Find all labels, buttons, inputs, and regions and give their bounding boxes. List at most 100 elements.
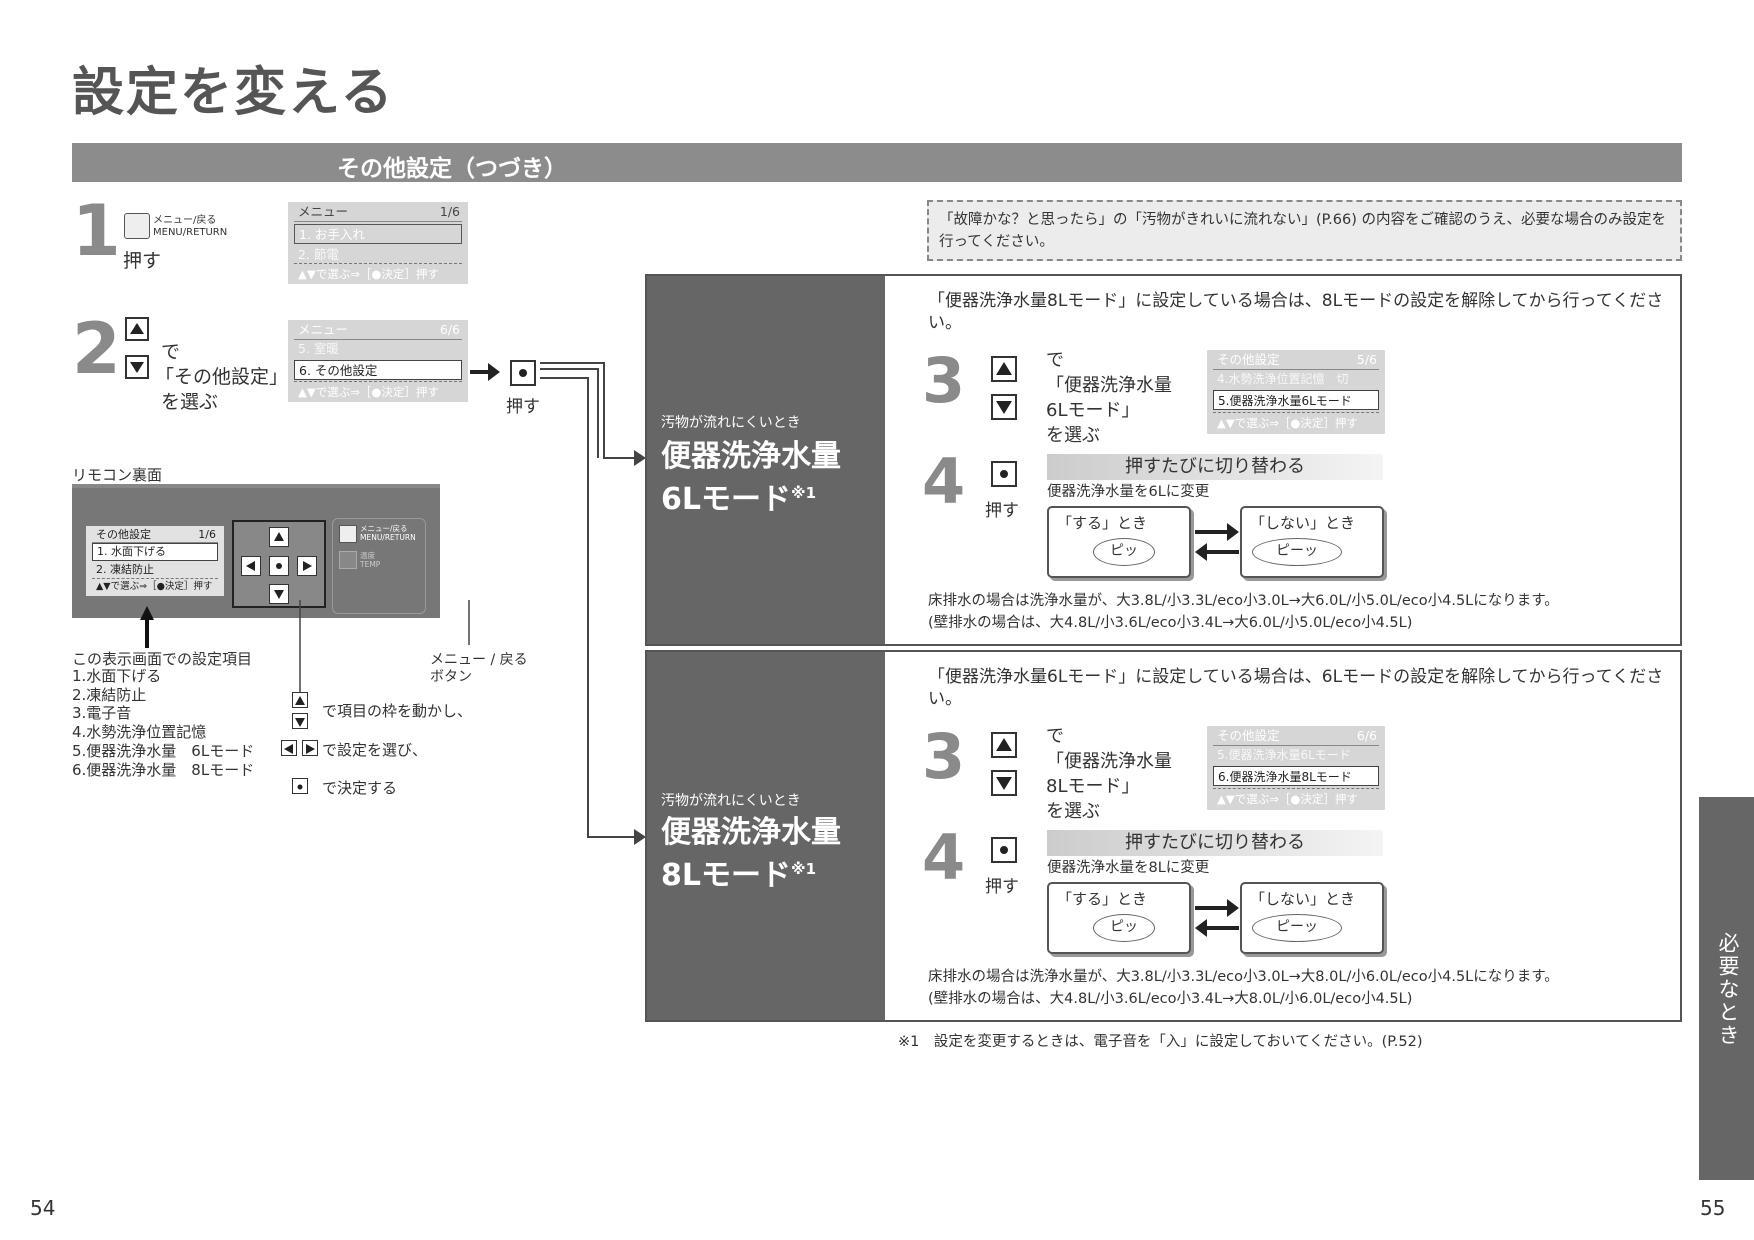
lcd-row-selected: 6. その他設定 xyxy=(294,360,462,380)
down-arrow-icon xyxy=(292,713,308,729)
dpad-up-icon[interactable] xyxy=(269,527,289,547)
up-arrow-button-icon xyxy=(125,317,149,341)
page-title: 設定を変える xyxy=(72,63,395,123)
lcd-screen-menu-1: メニュー 1/6 1. お手入れ 2. 節電 ▲▼で選ぶ⇒［●決定］押す xyxy=(288,202,468,284)
footnote-floor: 床排水の場合は洗浄水量が、大3.8L/小3.3L/eco小3.0L→大8.0L/… xyxy=(928,969,1559,985)
enter-button-icon xyxy=(991,461,1017,487)
connector-arrows xyxy=(540,362,646,845)
dpad-enter-icon[interactable] xyxy=(269,556,289,576)
down-arrow-button-icon xyxy=(991,770,1017,796)
footnote: ※1 設定を変更するときは、電子音を「入」に設定しておいてください。(P.52) xyxy=(898,1034,1423,1050)
step-number: 3 xyxy=(922,344,966,417)
toggle-sub: 便器洗浄水量を6Lに変更 xyxy=(1047,484,1210,500)
settings-caption: この表示画面での設定項目 xyxy=(72,650,253,668)
panel-intro: 「便器洗浄水量8Lモード」に設定している場合は、8Lモードの設定を解除してから行… xyxy=(928,291,1664,333)
page-number-left: 54 xyxy=(30,1196,56,1220)
dpad-right-icon[interactable] xyxy=(297,556,317,576)
list-item: 1.水面下げる xyxy=(72,667,162,685)
list-item: 3.電子音 xyxy=(72,704,132,723)
panel-6l-mode: 汚物が流れにくいとき 便器洗浄水量 6Lモード※1 「便器洗浄水量8Lモード」に… xyxy=(645,274,1682,646)
footnote-floor: 床排水の場合は洗浄水量が、大3.8L/小3.3L/eco小3.0L→大6.0L/… xyxy=(928,593,1559,609)
section-title: その他設定（つづき） xyxy=(337,156,567,182)
on-state-box: 「する」とき ピッ xyxy=(1047,506,1191,578)
arrow-right-icon xyxy=(470,363,500,381)
step-number: 4 xyxy=(922,821,966,894)
step2-select: を選ぶ xyxy=(161,391,219,413)
step1-action: 押す xyxy=(123,250,162,272)
lcd-page: 6/6 xyxy=(439,322,460,337)
dpad-down-icon[interactable] xyxy=(269,584,289,604)
lcd-row: 1. お手入れ xyxy=(294,224,462,244)
side-caption: 汚物が流れにくいとき xyxy=(661,415,801,431)
side-title-2: 6Lモード xyxy=(661,482,791,517)
footnote-mark: ※1 xyxy=(791,484,817,502)
side-tab-label: 必要なとき xyxy=(1716,932,1740,1047)
remote-callout-lines xyxy=(140,600,470,696)
enter-icon xyxy=(292,778,308,794)
lcd-footer: ▲▼で選ぶ⇒［●決定］押す xyxy=(294,263,462,283)
settings-list: 1.水面下げる 2.凍結防止 3.電子音 4.水勢洗浄位置記憶 5.便器洗浄水量… xyxy=(72,667,254,779)
list-item: 5.便器洗浄水量 6Lモード xyxy=(72,741,255,760)
enter-button-icon xyxy=(991,837,1017,863)
footnote-mark: ※1 xyxy=(791,860,817,878)
step2-press: 押す xyxy=(506,397,540,417)
right-arrow-icon xyxy=(302,740,318,756)
lcd-footer: ▲▼で選ぶ⇒［●決定］押す xyxy=(294,381,462,401)
step-number: 4 xyxy=(922,445,966,518)
enter-button-icon xyxy=(510,360,536,386)
remote-dpad xyxy=(232,520,326,608)
list-item: 2.凍結防止 xyxy=(72,685,147,704)
side-caption: 汚物が流れにくいとき xyxy=(661,793,801,809)
menu-label-en: MENU/RETURN xyxy=(153,226,228,238)
step-number: 3 xyxy=(922,720,966,793)
up-arrow-icon xyxy=(292,692,308,708)
side-title-2: 8Lモード xyxy=(661,858,791,893)
swap-arrows-icon xyxy=(1195,899,1239,937)
lcd-header: メニュー xyxy=(298,322,349,337)
page-number-right: 55 xyxy=(1700,1196,1726,1220)
lcd-header: メニュー xyxy=(298,204,349,219)
toggle-sub: 便器洗浄水量を8Lに変更 xyxy=(1047,860,1210,876)
down-arrow-button-icon xyxy=(125,355,149,379)
caution-note: 「故障かな？と思ったら」の「汚物がきれいに流れない」(P.66) の内容をご確認… xyxy=(927,200,1682,261)
up-arrow-button-icon xyxy=(991,356,1017,382)
step2-with: で xyxy=(161,341,181,363)
menu-caption: メニュー / 戻る xyxy=(430,652,528,668)
side-title-1: 便器洗浄水量 xyxy=(661,815,841,850)
footnote-wall: (壁排水の場合は、大4.8L/小3.6L/eco小3.4L→大8.0L/小6.0… xyxy=(928,991,1413,1007)
up-arrow-button-icon xyxy=(991,732,1017,758)
menu-caption-2: ボタン xyxy=(430,669,472,685)
guide-choose: で設定を選び、 xyxy=(322,741,428,759)
off-state-box: 「しない」とき ピーッ xyxy=(1240,506,1384,578)
side-tab: 必要なとき xyxy=(1699,797,1754,1180)
remote-menu-button[interactable] xyxy=(339,525,357,543)
lcd-page: 1/6 xyxy=(439,204,460,219)
remote-label: リモコン裏面 xyxy=(72,466,163,484)
side-title-1: 便器洗浄水量 xyxy=(661,439,841,474)
step-number: 1 xyxy=(72,190,121,272)
section-header: その他設定（つづき） xyxy=(72,143,1682,182)
step-number: 2 xyxy=(72,308,121,390)
toggle-header: 押すたびに切り替わる xyxy=(1047,830,1383,856)
on-state-box: 「する」とき ピッ xyxy=(1047,882,1191,954)
remote-temp-button[interactable] xyxy=(339,551,357,569)
down-arrow-button-icon xyxy=(991,394,1017,420)
footnote-wall: (壁排水の場合は、大4.8L/小3.6L/eco小3.4L→大6.0L/小5.0… xyxy=(928,615,1413,631)
guide-decide: で決定する xyxy=(322,779,398,797)
lcd-row: 2. 節電 xyxy=(298,247,339,262)
menu-return-button-icon xyxy=(124,213,150,239)
toggle-header: 押すたびに切り替わる xyxy=(1047,454,1383,480)
dpad-left-icon[interactable] xyxy=(241,556,261,576)
step2-target: 「その他設定」 xyxy=(155,366,289,388)
guide-move: で項目の枠を動かし、 xyxy=(322,702,473,720)
panel-intro: 「便器洗浄水量6Lモード」に設定している場合は、6Lモードの設定を解除してから行… xyxy=(928,667,1664,709)
left-arrow-icon xyxy=(281,740,297,756)
off-state-box: 「しない」とき ピーッ xyxy=(1240,882,1384,954)
list-item: 6.便器洗浄水量 8Lモード xyxy=(72,760,255,779)
list-item: 4.水勢洗浄位置記憶 xyxy=(72,723,207,742)
swap-arrows-icon xyxy=(1195,523,1239,561)
